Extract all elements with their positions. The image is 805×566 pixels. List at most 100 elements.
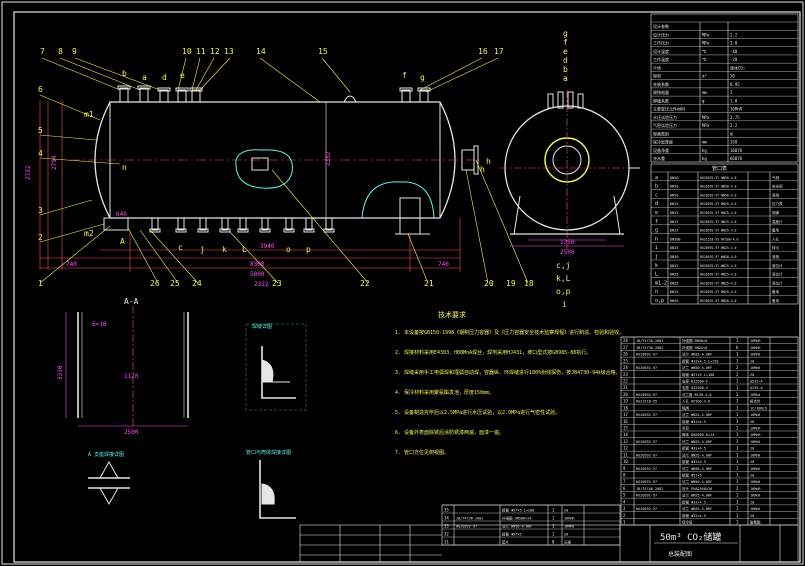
note-line: 3. 焊缝采用手工电弧焊和埋弧自动焊，容器纵、环焊缝进行100%射线探伤，按JB… <box>395 369 621 376</box>
leader-label: 16 <box>478 47 488 56</box>
part-number: 28 <box>623 338 628 343</box>
leader-label: 6 <box>38 85 43 94</box>
leader-label: 15 <box>318 47 328 56</box>
leader-label: 18 <box>524 279 534 288</box>
note-line: 6. 设备外表面除锈后涂防锈漆两遍，面漆一遍。 <box>395 429 504 436</box>
nozzle-size: DN25 <box>670 290 678 294</box>
design-param-name: 工作压力 <box>653 40 669 46</box>
dim-text: 2732 <box>25 165 32 180</box>
nozzle-id: n <box>655 289 658 295</box>
part-material: 16MnR <box>750 339 761 343</box>
part-qty: 1 <box>736 473 739 478</box>
part-qty: 1 <box>736 479 739 484</box>
part-number: 25 <box>623 358 628 363</box>
drawing-subtitle: 总装配图 <box>668 550 692 558</box>
part-material: 20 <box>750 460 754 464</box>
design-param-name: 焊缝系数 <box>653 97 669 103</box>
part-standard: JB/T4746-2002 <box>636 487 663 491</box>
nozzle-standard: HG20592-97 WN25-4.0 <box>700 246 737 250</box>
end-view-letter: a <box>563 74 568 83</box>
nozzle-id: c <box>655 192 658 198</box>
nozzle-standard: HG20592-97 WN25-4.0 <box>700 211 737 215</box>
section-marker: A <box>120 237 125 246</box>
note-line: 7. 管口方位见俯视图。 <box>395 449 449 456</box>
part-number: 3 <box>623 506 626 511</box>
end-view-letter: e <box>563 47 568 56</box>
part-number: 9 <box>623 466 626 471</box>
section-title: A-A <box>124 297 139 306</box>
saddle-right-plate <box>399 197 421 235</box>
design-param-value: 2.2 <box>730 123 738 128</box>
part-qty: 1 <box>736 338 739 343</box>
part-standard: HG20592-97 <box>636 413 657 417</box>
section-dim: 2500 <box>124 429 139 436</box>
leader-label: 13 <box>224 47 234 56</box>
design-param-value: 1.0 <box>730 98 738 103</box>
part-name: 法兰盖 BL50-4.0 <box>682 392 711 397</box>
nozzle-purpose: 备用 <box>772 228 780 233</box>
nozzle-letter: e <box>180 71 185 80</box>
part-number: 1 <box>623 520 626 525</box>
part-qty: 1 <box>736 513 739 518</box>
leader-label: 25 <box>170 279 180 288</box>
part-material: 16MnⅡ <box>750 366 760 370</box>
dim-text: 740 <box>66 261 77 268</box>
part-number: 21 <box>623 385 628 390</box>
design-param-unit: φ <box>702 98 705 103</box>
leader-label: 9 <box>72 47 77 56</box>
dim-text: 8300 <box>250 261 265 268</box>
end-view-label: h <box>480 165 485 174</box>
nozzle-purpose: 液相 <box>772 192 780 197</box>
part-qty: 2 <box>736 426 739 431</box>
leader-label: 26 <box>150 279 160 288</box>
nozzle-purpose: 气相 <box>772 175 780 180</box>
part-qty: 1 <box>736 432 739 437</box>
leader-label: 3 <box>38 206 43 215</box>
nozzle-letter: L <box>242 245 247 254</box>
design-param-unit: kg <box>702 148 707 153</box>
part-material: 16MnⅡ <box>750 453 760 457</box>
part-material: 20 <box>750 500 754 504</box>
nozzle-standard: HG20592-97 WN25-4.0 <box>700 220 737 224</box>
bom-number: 31 <box>444 540 449 545</box>
end-view-letter: b <box>563 65 568 74</box>
nozzle-id: h <box>655 236 658 242</box>
design-param-unit: m³ <box>702 74 707 79</box>
part-qty: 1 <box>736 405 739 410</box>
part-name: 封头 EHA2500×26 <box>682 486 712 491</box>
nozzle-letter: j <box>200 245 205 254</box>
part-number: 8 <box>623 473 626 478</box>
bom-number: 33 <box>444 524 449 529</box>
design-param-name: 腐蚀裕量 <box>653 89 669 95</box>
part-qty: 1 <box>736 493 739 498</box>
design-param-value: 2.75 <box>730 115 740 120</box>
leader-lines <box>39 57 529 284</box>
part-number: 26 <box>623 352 628 357</box>
design-param-value: 16MnR <box>730 107 743 112</box>
nozzle-standard: HG20592-97 WN25-4.0 <box>700 264 737 268</box>
section-dim: 3330 <box>57 365 64 380</box>
nozzle-standard: HG20592-97 WN25-4.0 <box>700 281 737 285</box>
leader-label: 8 <box>58 47 63 56</box>
nozzle-letter: d <box>162 73 167 82</box>
part-material: 16MnⅡ <box>750 467 760 471</box>
note-line: 5. 设备制造完毕后以2.5MPa进行水压试验，以2.0MPa进行气密性试验。 <box>395 409 560 416</box>
part-material: 组合件 <box>750 399 761 404</box>
nozzle-size: DN25 <box>670 202 678 206</box>
part-qty: 2 <box>736 372 739 377</box>
end-dim: 1350 <box>560 239 575 246</box>
design-param-name: 气密试验压力 <box>653 122 677 128</box>
part-material: 20 <box>750 359 754 363</box>
nozzle-purpose: 备用 <box>772 298 780 303</box>
part-material: 16MnⅡ <box>750 507 760 511</box>
bom-name: 垫片 <box>502 540 510 545</box>
nozzle-size: DN50 <box>670 255 678 259</box>
side-letter: h <box>486 157 491 166</box>
design-param-value: -20 <box>730 57 738 62</box>
bom-qty: 1 <box>552 508 555 513</box>
part-qty: 1 <box>736 446 739 451</box>
part-name: 筒体 DN2500 δ=24 <box>682 432 714 437</box>
nozzle-purpose: 人孔 <box>772 236 780 241</box>
nozzle-size: DN25 <box>670 273 678 277</box>
